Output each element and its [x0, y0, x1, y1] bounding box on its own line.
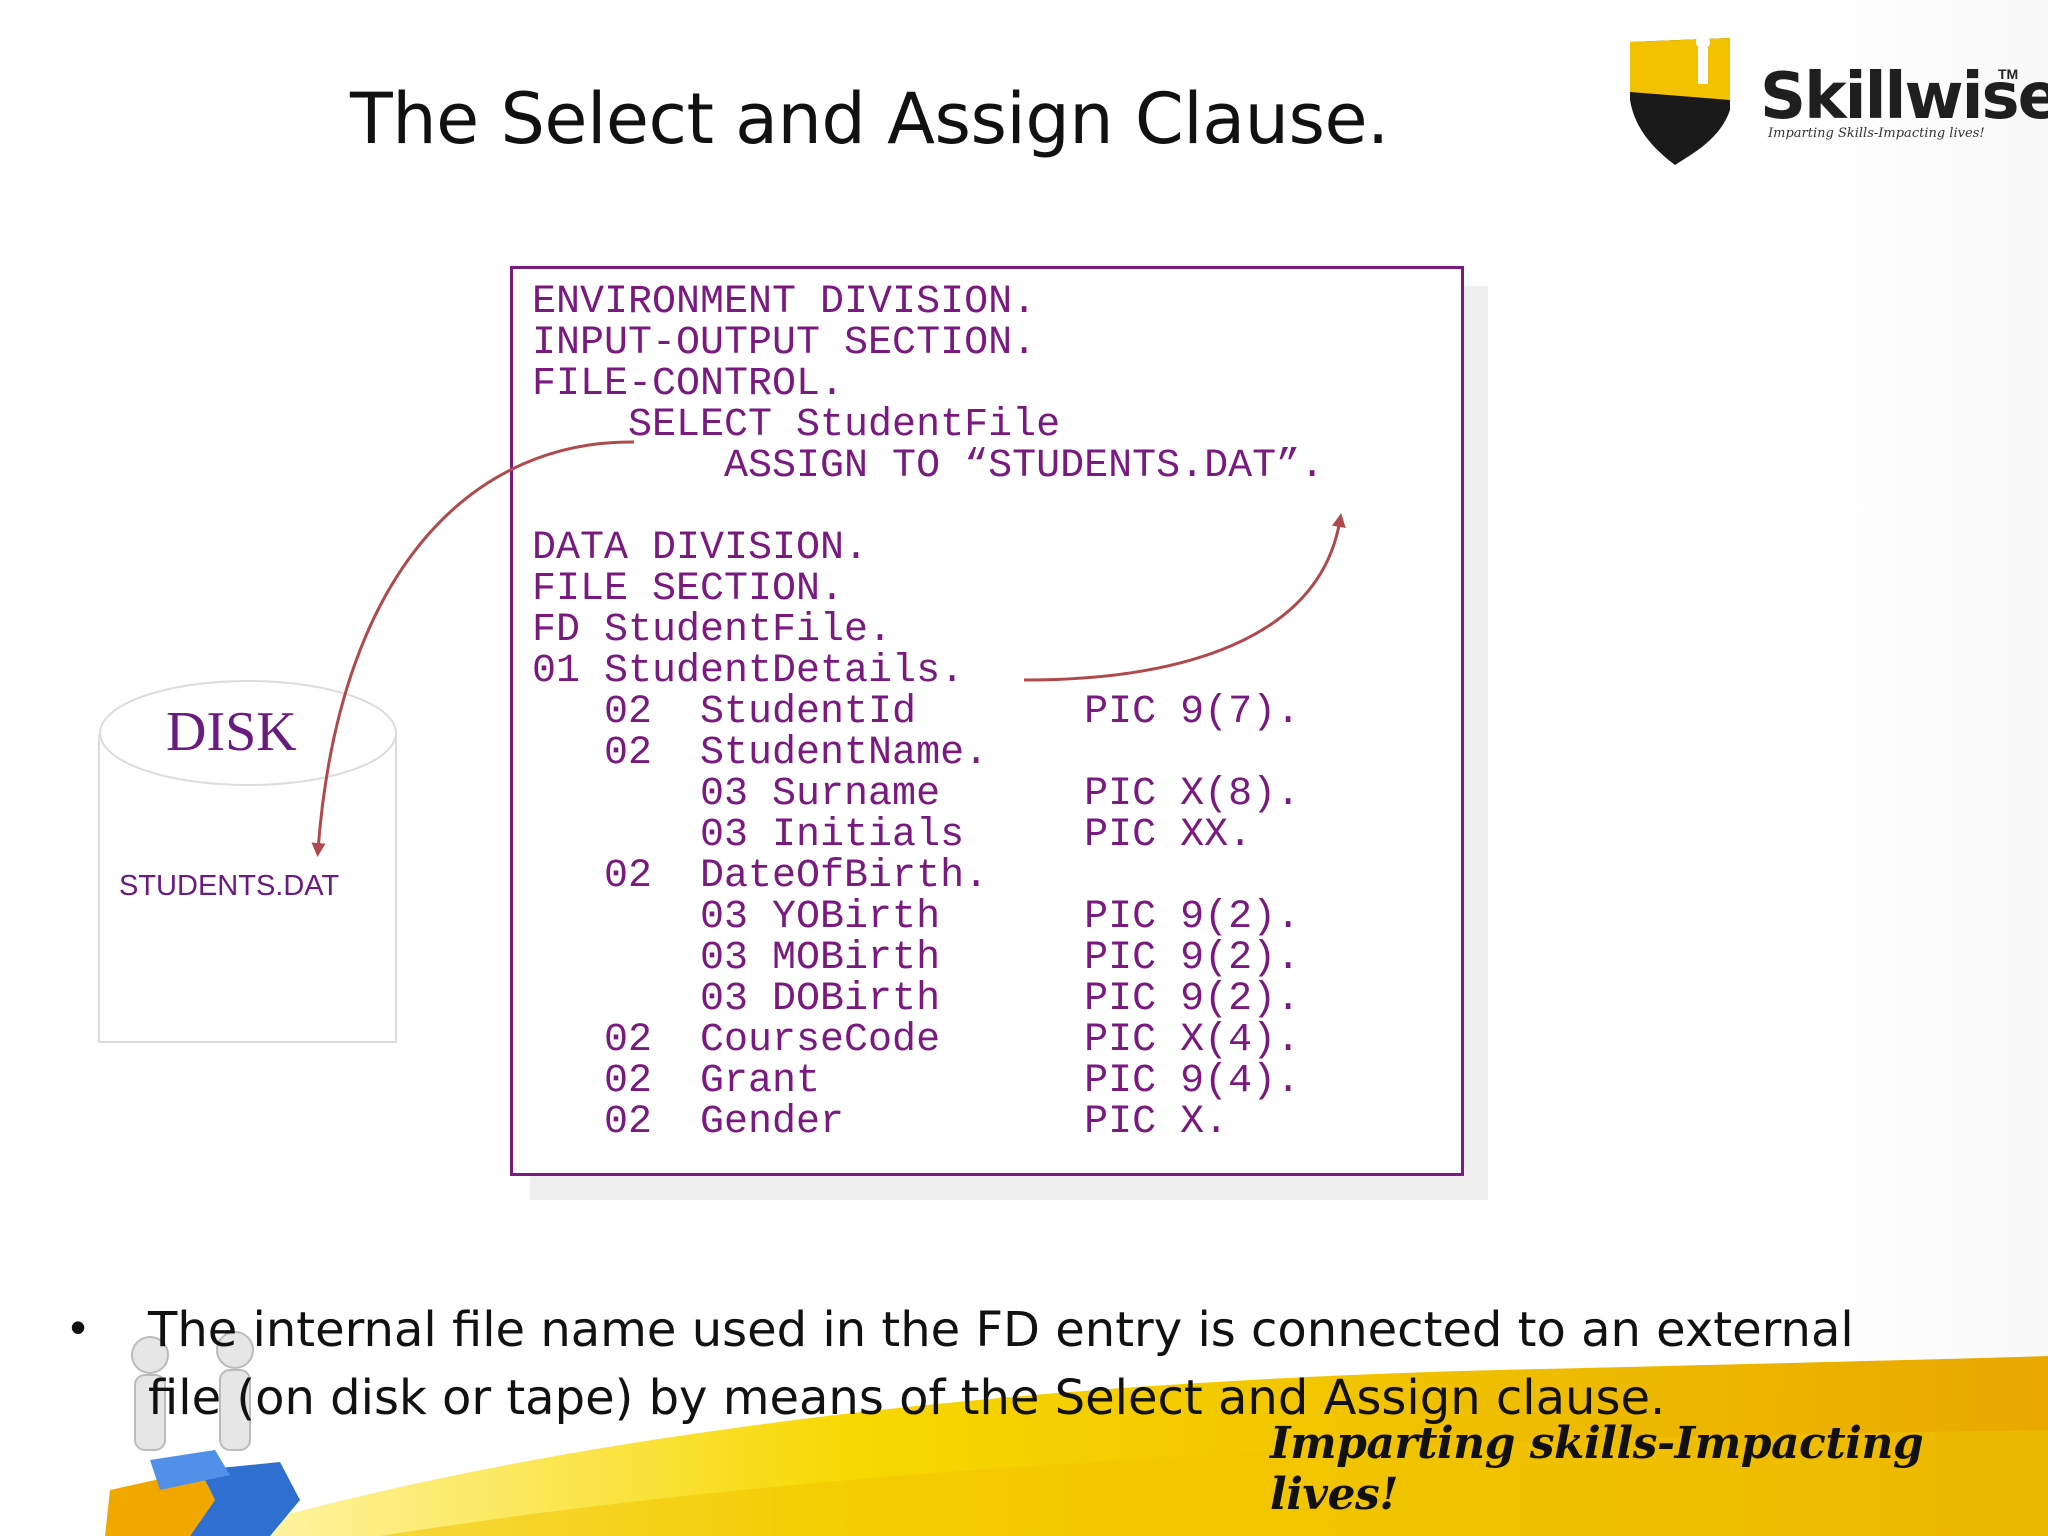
code-line: 02 Gender PIC X. [532, 1100, 1229, 1145]
code-line: 03 MOBirth PIC 9(2). [532, 936, 1301, 981]
puzzle-pieces-icon [105, 1450, 300, 1536]
footer-tagline: Imparting skills-Impacting lives! [1270, 1418, 1924, 1520]
code-line: 03 DOBirth PIC 9(2). [532, 977, 1301, 1022]
logo-trademark: TM [1998, 66, 2019, 82]
code-line: FILE-CONTROL. [532, 362, 845, 407]
logo-tagline: Imparting Skills-Impacting lives! [1768, 126, 1985, 141]
code-line: ENVIRONMENT DIVISION. [532, 280, 1037, 325]
code-box [510, 266, 1464, 1176]
disk-label: DISK [166, 701, 297, 763]
bullet-marker: • [70, 1301, 87, 1353]
code-line: 02 StudentId PIC 9(7). [532, 690, 1301, 735]
bullet-text: The internal file name used in the FD en… [148, 1302, 1854, 1426]
code-line: FILE SECTION. [532, 567, 845, 612]
code-line: 01 StudentDetails. [532, 649, 965, 694]
code-line: FD StudentFile. [532, 608, 893, 653]
shield-logo-icon [1630, 35, 1730, 165]
code-line: 03 Surname PIC X(8). [532, 772, 1301, 817]
figure-icon [131, 1331, 254, 1451]
code-line: SELECT StudentFile [532, 403, 1061, 448]
code-line: 03 Initials PIC XX. [532, 813, 1253, 858]
code-line: 02 DateOfBirth. [532, 854, 989, 899]
skillwise-logo: Skillwise TM Imparting Skills-Impacting … [1620, 30, 2048, 170]
code-line: 03 YOBirth PIC 9(2). [532, 895, 1301, 940]
code-line: ASSIGN TO “STUDENTS.DAT”. [532, 444, 1325, 489]
logo-wordmark: Skillwise [1760, 60, 2048, 134]
code-line: 02 Grant PIC 9(4). [532, 1059, 1301, 1104]
code-line: 02 CourseCode PIC X(4). [532, 1018, 1301, 1063]
code-line: 02 StudentName. [532, 731, 989, 776]
select-to-disk-arrow [311, 440, 635, 857]
fd-to-assign-arrow [1023, 513, 1346, 682]
code-line: DATA DIVISION. [532, 526, 869, 571]
slide-title: The Select and Assign Clause. [350, 78, 1389, 160]
code-line: INPUT-OUTPUT SECTION. [532, 321, 1037, 366]
disk-file-name: STUDENTS.DAT [119, 870, 340, 902]
